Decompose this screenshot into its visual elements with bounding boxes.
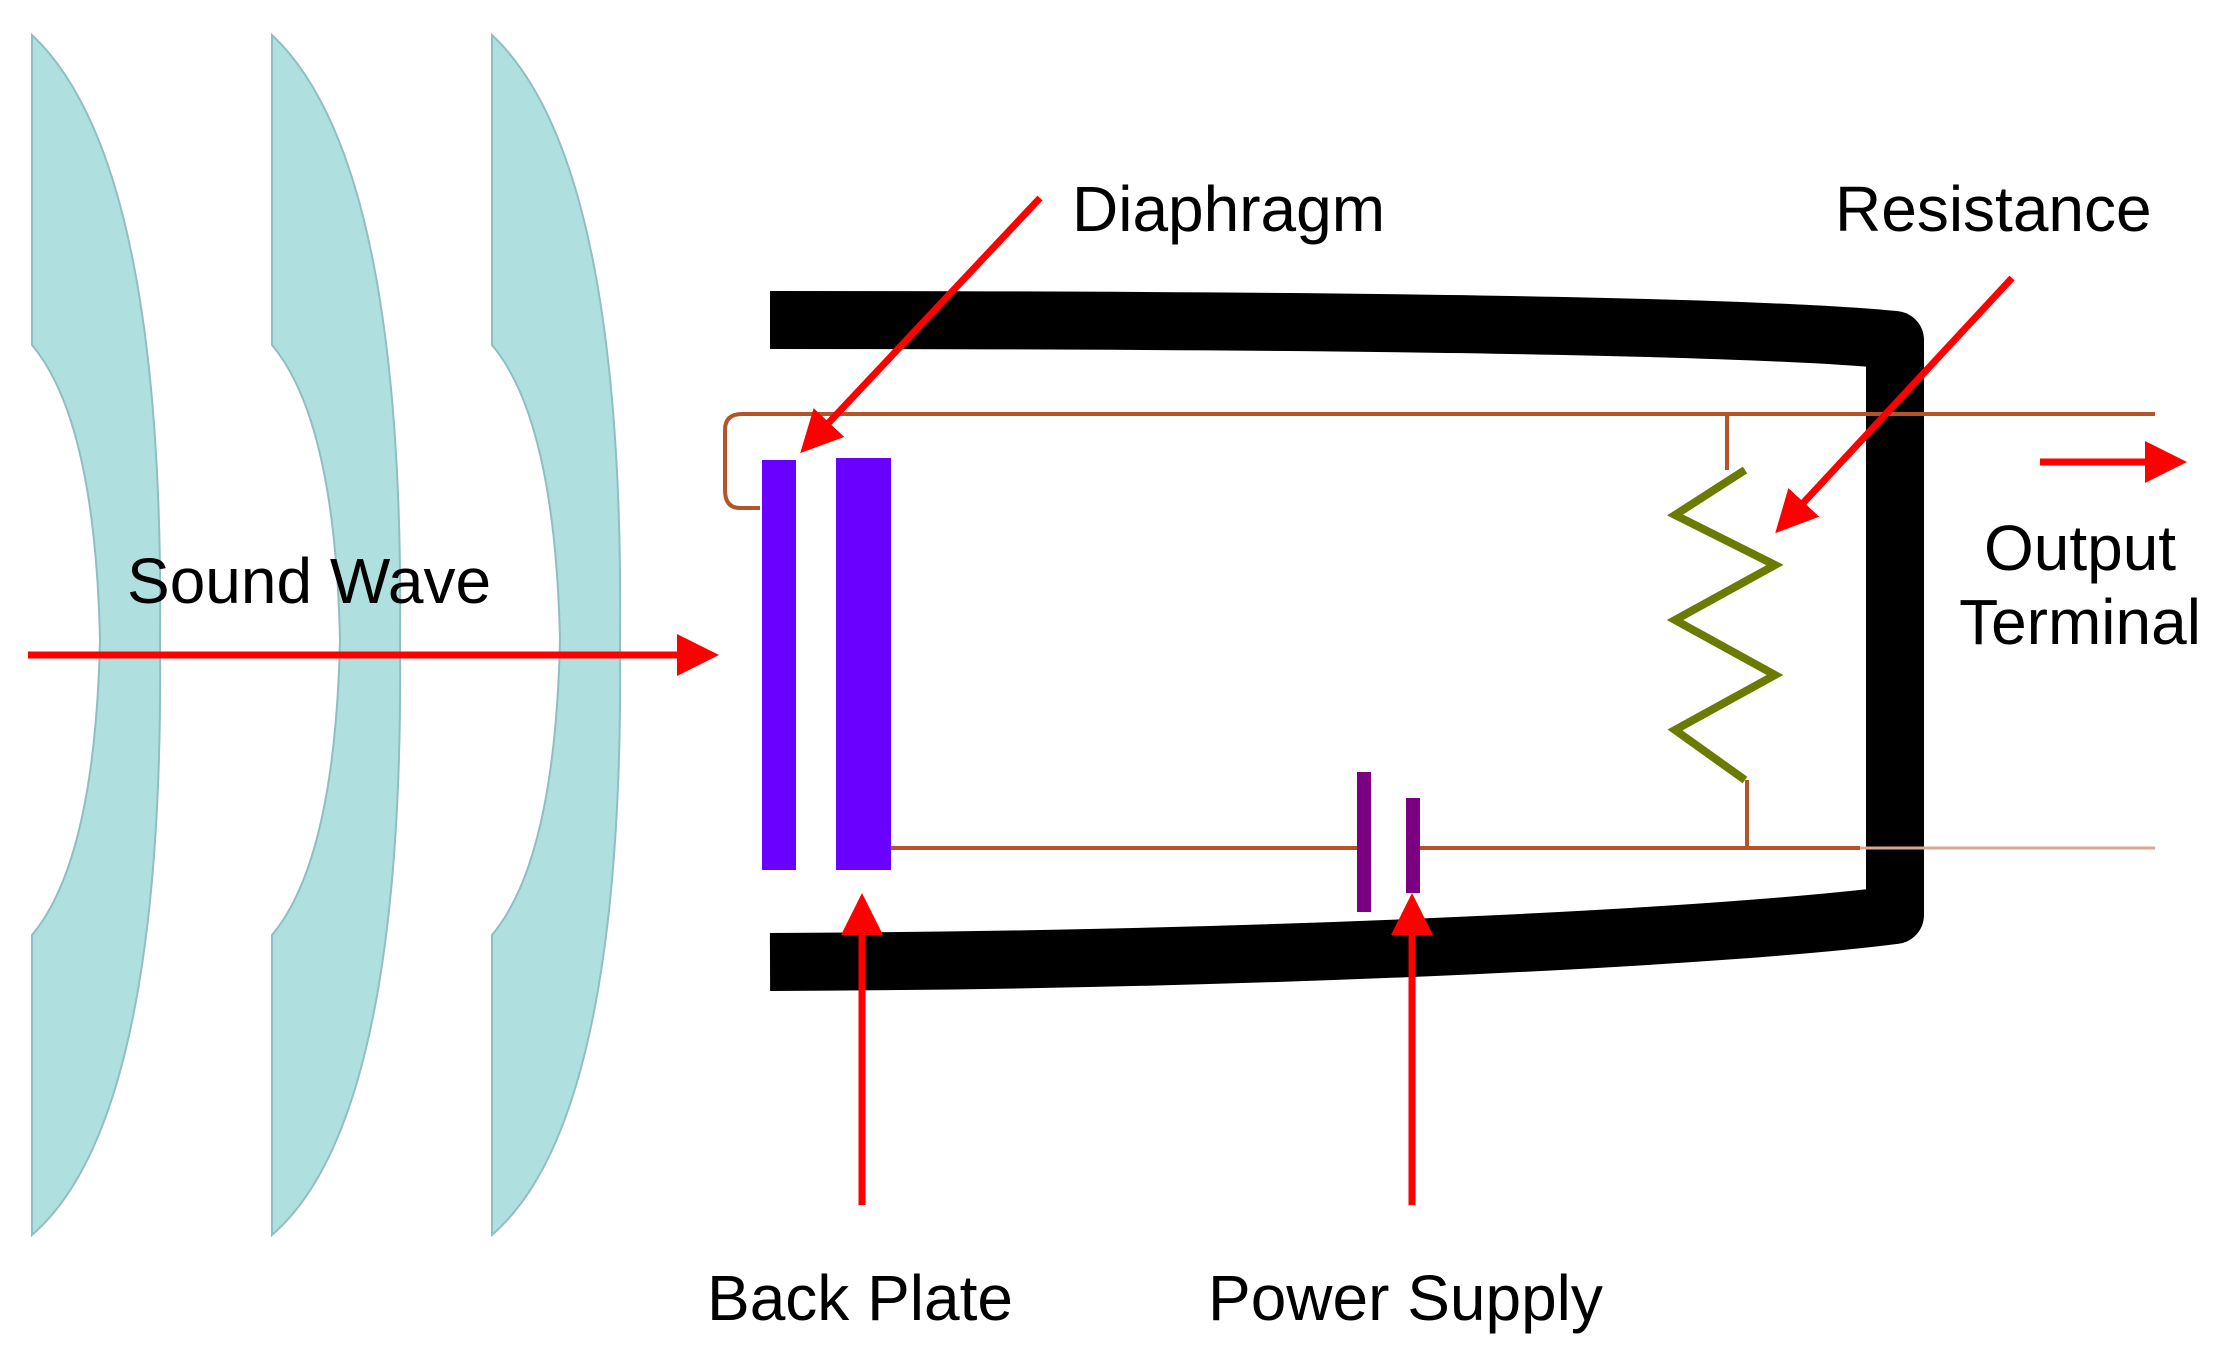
circuit-wires [723, 412, 2155, 850]
back-plate [836, 458, 891, 870]
diaphragm-plate [762, 460, 796, 870]
label-resistance: Resistance [1835, 173, 2152, 245]
label-output-terminal: Output Terminal [1940, 512, 2220, 659]
label-sound-wave: Sound Wave [127, 545, 492, 617]
label-diaphragm: Diaphragm [1072, 173, 1386, 245]
wave-front-3 [491, 32, 622, 1238]
label-back-plate: Back Plate [707, 1262, 1013, 1334]
label-power-supply: Power Supply [1208, 1262, 1603, 1334]
battery-short-plate [1406, 798, 1420, 893]
wave-front-2 [271, 32, 402, 1238]
top-wire [723, 412, 2155, 510]
label-output-line1: Output [1983, 512, 2177, 584]
battery-long-plate [1357, 772, 1371, 912]
battery [1357, 772, 1420, 912]
wave-front-1 [31, 32, 162, 1238]
resistance-arrow [1775, 275, 2015, 534]
label-output-line2: Terminal [1959, 585, 2201, 658]
resistor [1666, 466, 1784, 784]
annotation-arrows [28, 195, 2187, 1205]
diaphragm-arrow [800, 195, 1043, 454]
sound-waves [31, 32, 622, 1238]
microphone-housing [769, 291, 1924, 991]
